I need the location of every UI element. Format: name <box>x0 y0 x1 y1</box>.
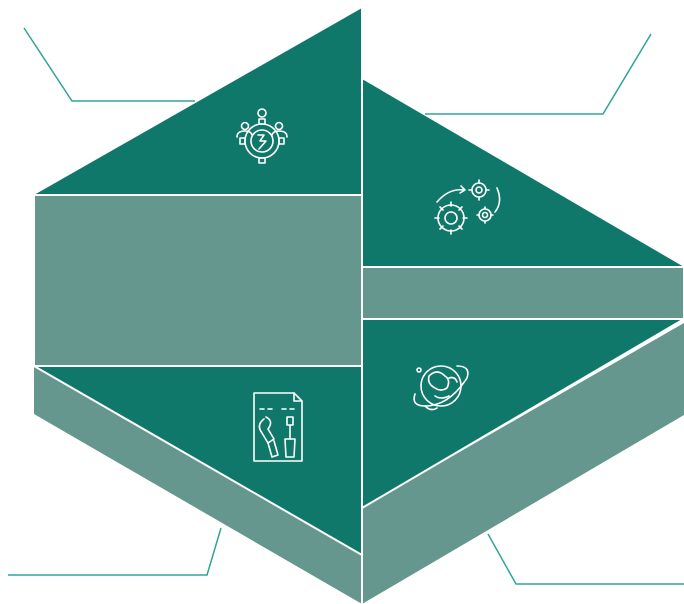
tools-document-icon <box>253 392 303 462</box>
globe-ideas-icon <box>413 365 469 411</box>
callout-line-top-right <box>425 33 652 115</box>
segment-top-right-triangle <box>362 79 684 267</box>
segment-bottom-left-band <box>34 366 362 604</box>
segment-bottom-left-triangle <box>33 365 363 556</box>
callout-line-bottom-left <box>8 527 222 576</box>
segment-bottom-right-band <box>362 323 684 604</box>
cycle-gears-icon <box>434 179 501 235</box>
callout-line-bottom-right <box>487 533 684 585</box>
callout-line-top-left <box>23 27 195 102</box>
segment-top-left-triangle <box>34 8 362 195</box>
callout-lines <box>8 27 684 585</box>
segment-top-right-strip <box>361 266 684 320</box>
team-power-gear-icon <box>236 108 288 164</box>
segment-top-left-block <box>33 194 363 367</box>
